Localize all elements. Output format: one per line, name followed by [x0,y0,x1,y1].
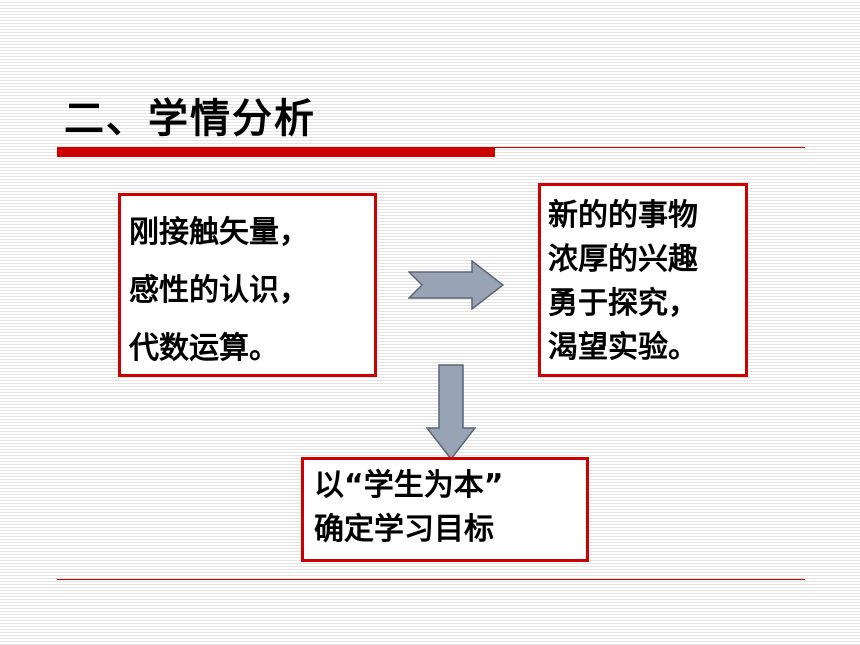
title-underline-rule [495,147,805,148]
conclusion-box: 以“学生为本” 确定学习目标 [301,457,589,562]
student-traits-line-4: 渴望实验。 [548,330,698,365]
arrow-down-icon [426,364,476,460]
title-underline-bar [57,147,495,157]
student-traits-line-1: 新的的事物 [548,198,698,233]
student-traits-line-2: 浓厚的兴趣 [548,242,698,277]
current-state-line-2: 感性的认识， [129,273,309,308]
footer-rule [57,579,805,580]
slide-title: 二、学情分析 [64,96,316,142]
current-state-line-3: 代数运算。 [129,331,279,366]
arrow-right-icon [408,260,504,310]
conclusion-line-2: 确定学习目标 [314,512,494,547]
current-state-line-1: 刚接触矢量， [129,215,309,250]
student-traits-box: 新的的事物 浓厚的兴趣 勇于探究， 渴望实验。 [538,183,748,377]
current-state-box: 刚接触矢量， 感性的认识， 代数运算。 [118,193,377,377]
conclusion-line-1: 以“学生为本” [314,468,504,503]
student-traits-line-3: 勇于探究， [548,286,698,321]
